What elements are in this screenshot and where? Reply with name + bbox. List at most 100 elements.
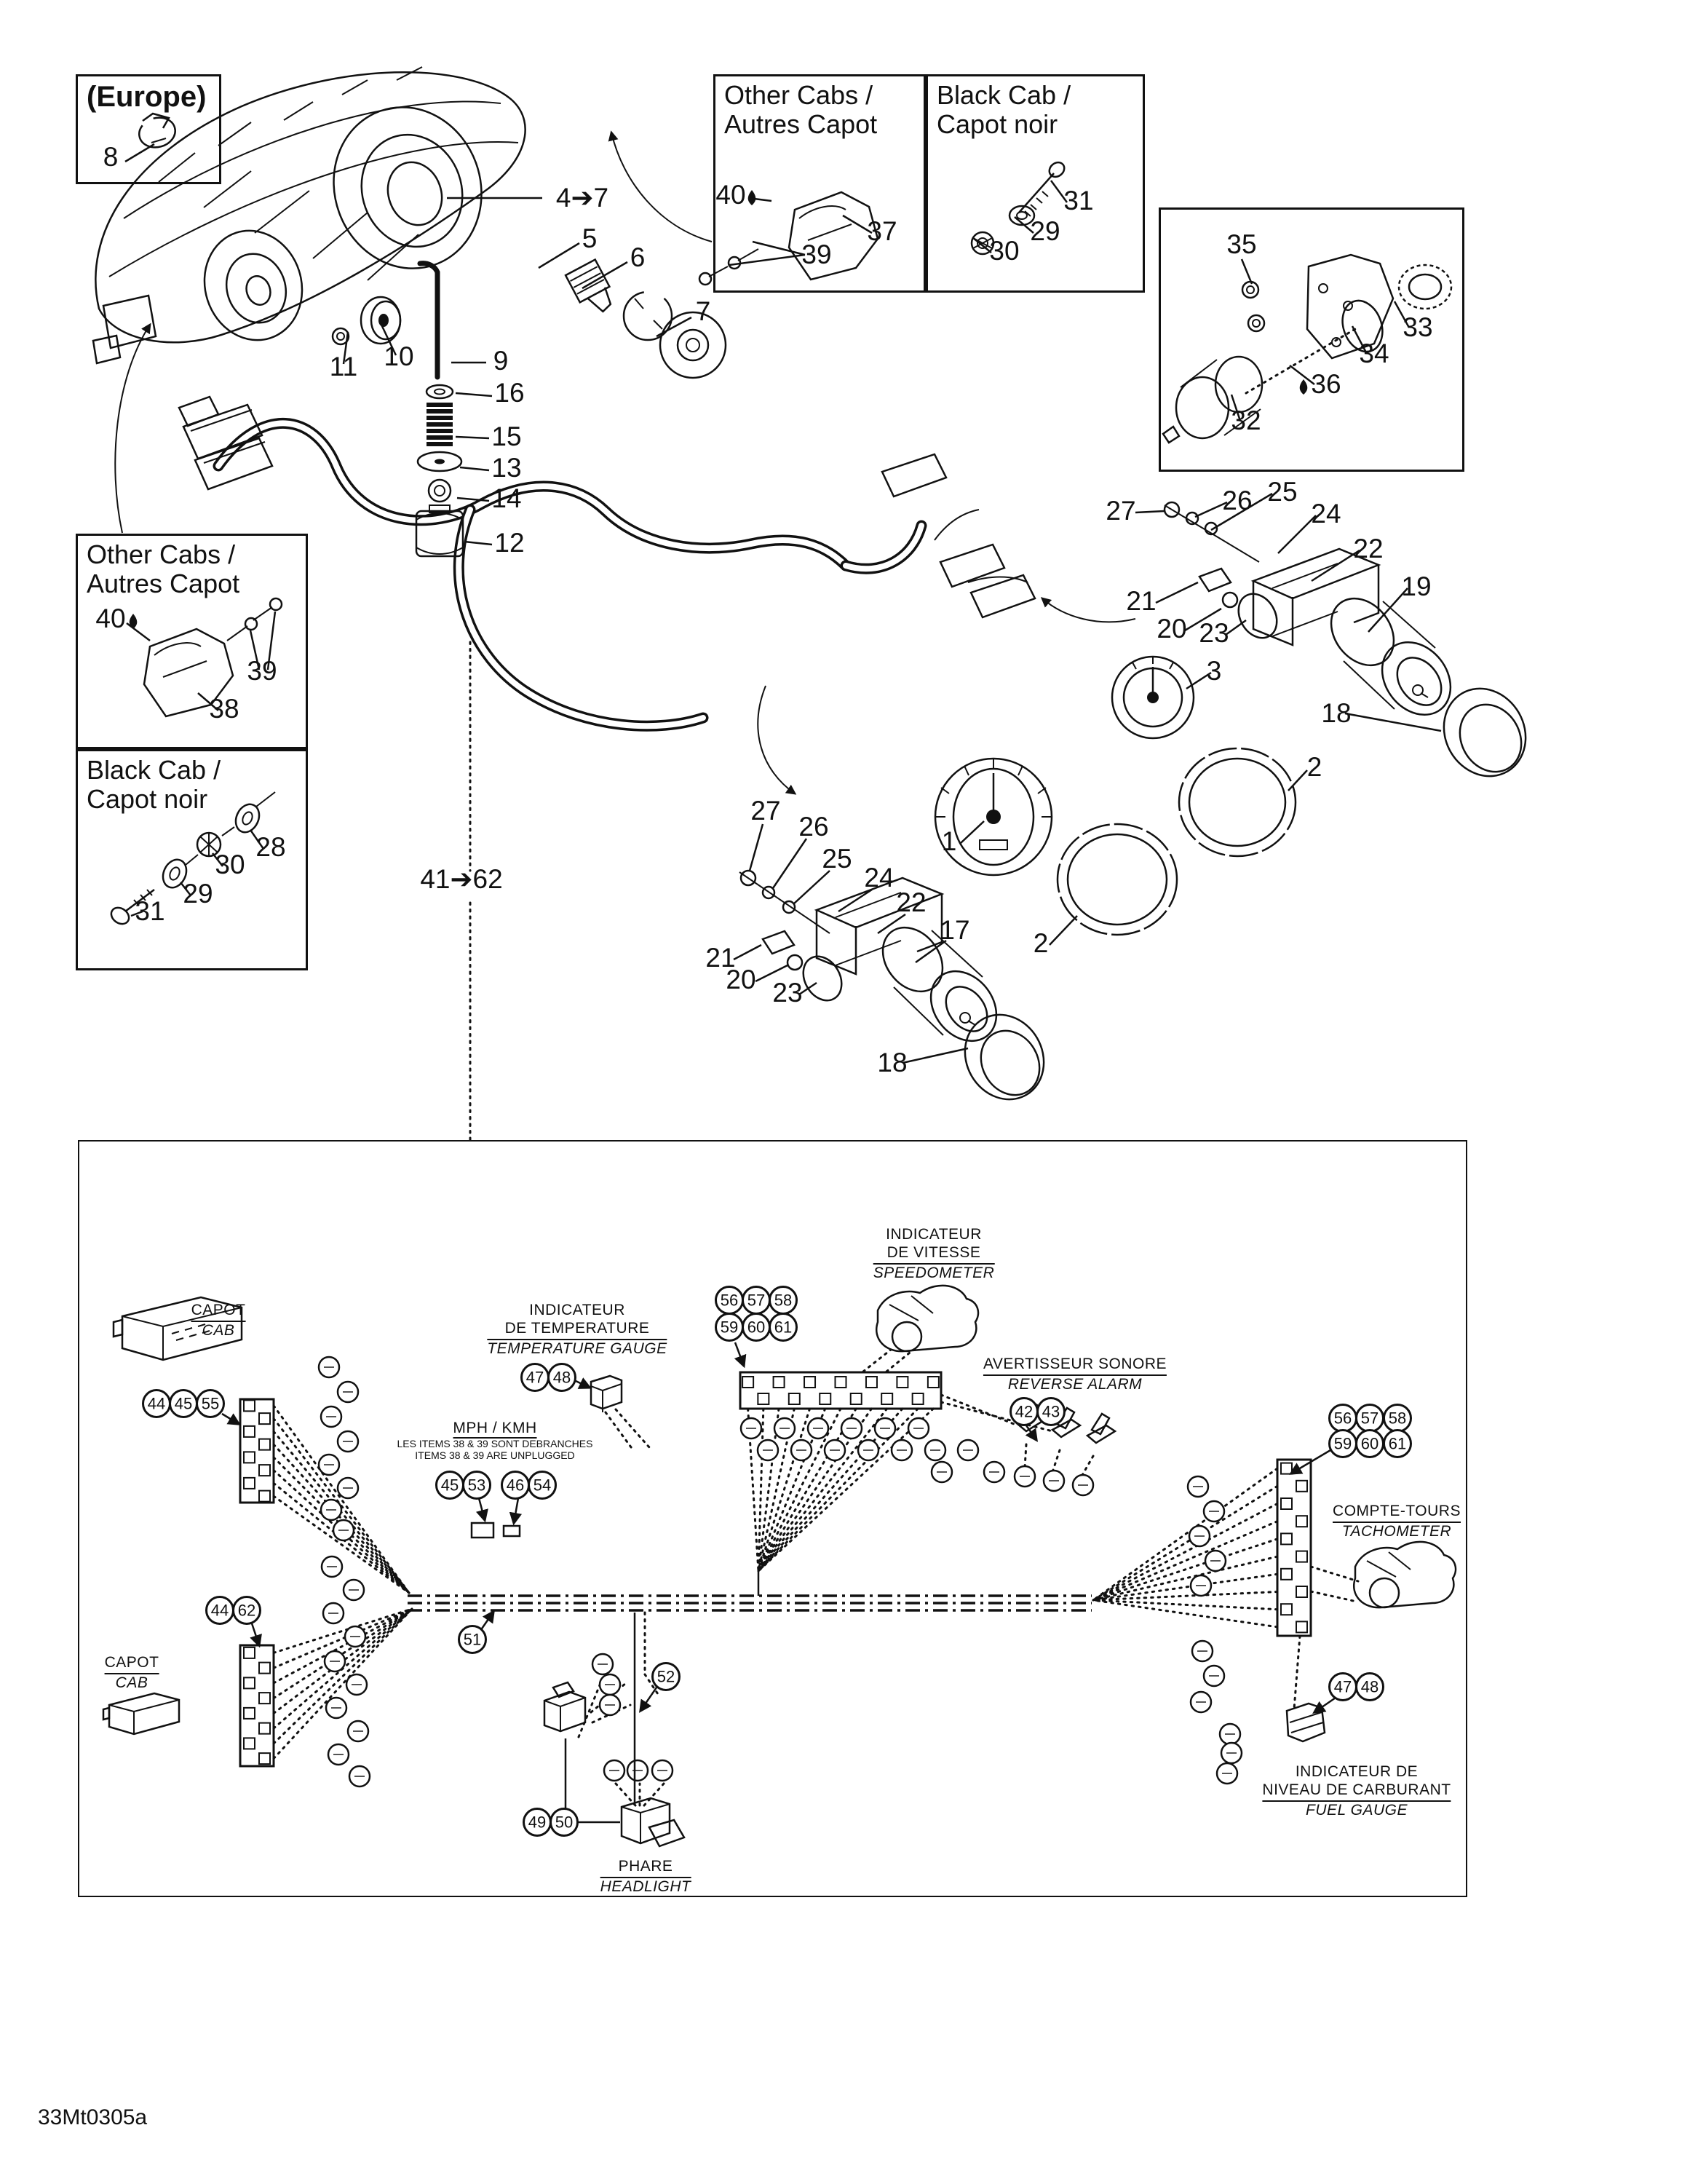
inset-title-line: Other Cabs / — [724, 80, 873, 110]
leader-line — [771, 838, 808, 889]
circled-number — [1355, 1672, 1384, 1701]
strip-pin — [1280, 1567, 1293, 1580]
grease-droplet-icon — [1299, 379, 1308, 395]
fan-wire — [1092, 1591, 1279, 1602]
part-number-callout: 9 — [493, 346, 509, 376]
leader-line — [1049, 915, 1078, 946]
strip-pin — [1296, 1479, 1308, 1492]
leader-line — [877, 913, 906, 935]
strip-pin — [911, 1393, 924, 1405]
leader-line — [1368, 587, 1408, 633]
fan-wire — [1092, 1520, 1279, 1602]
circled-number-text: 58 — [774, 1291, 792, 1310]
part-number-callout: 26 — [1222, 486, 1252, 515]
inset-box-other-cabs-left: Other Cabs / Autres Capot — [76, 534, 308, 749]
leader-line — [755, 964, 788, 983]
fan-wire — [1092, 1467, 1279, 1602]
strip-pin — [258, 1692, 271, 1705]
part-number-callout: 22 — [896, 887, 926, 917]
leader-line — [221, 1412, 241, 1425]
strip-pin — [927, 1376, 940, 1388]
strip-pin — [896, 1376, 909, 1388]
europe-clamp-illustration — [138, 112, 176, 149]
leader-line — [1277, 515, 1317, 554]
part-number-callout: 7 — [696, 296, 711, 326]
fan-wire — [272, 1607, 413, 1685]
circled-number-text: 45 — [441, 1476, 459, 1495]
fan-wire — [272, 1607, 413, 1714]
circled-number-text: 59 — [721, 1318, 738, 1337]
part-number-callout: 5 — [582, 223, 598, 253]
part-number-callout: 15 — [491, 422, 521, 451]
fan-wire — [272, 1481, 410, 1594]
leader-line — [197, 692, 219, 711]
part-number-callout: 2 — [1307, 752, 1322, 782]
circled-number-text: 61 — [1389, 1435, 1406, 1453]
bulb-parts-illustration — [331, 258, 727, 379]
strip-pin — [1280, 1603, 1293, 1616]
circled-number-text: 47 — [526, 1369, 544, 1387]
strip-pin — [849, 1393, 862, 1405]
leader-line — [1025, 1425, 1039, 1442]
wire-dotted-line — [885, 1351, 911, 1373]
wire-dotted-line — [614, 1782, 637, 1807]
fan-wire — [272, 1607, 413, 1745]
strip-pin — [1296, 1515, 1308, 1528]
headlight-housing-illustration — [92, 66, 526, 365]
strip-pin — [788, 1393, 801, 1405]
fuel-gauge-assembly-right — [1163, 501, 1527, 778]
leader-line — [266, 611, 277, 670]
strip-pin — [243, 1677, 255, 1690]
circled-number — [547, 1363, 576, 1392]
part-number-callout: 20 — [1157, 614, 1186, 644]
leader-line — [1135, 510, 1165, 514]
strip-pin — [243, 1399, 255, 1412]
grease-droplet-icon — [129, 614, 138, 629]
leader-line — [902, 1047, 969, 1064]
strip-pin — [865, 1376, 878, 1388]
inset-title-line: Black Cab / — [937, 80, 1071, 110]
circled-number — [769, 1313, 798, 1342]
part-number-callout: 31 — [135, 896, 164, 926]
leader-line — [249, 630, 261, 670]
leader-line — [1393, 301, 1411, 328]
electrical-schematic-panel — [78, 1140, 1467, 1897]
fan-wire — [1092, 1484, 1279, 1602]
wire-dotted-line — [643, 1673, 661, 1698]
leader-line — [748, 823, 764, 871]
adjuster-parts-illustration — [415, 261, 464, 558]
strip-pin — [258, 1752, 271, 1765]
circled-number-text: 54 — [533, 1476, 551, 1495]
strip-pin — [243, 1476, 255, 1489]
circled-number — [1383, 1429, 1412, 1458]
fan-wire — [272, 1607, 413, 1760]
circled-number-text: 44 — [211, 1602, 229, 1620]
strip-pin — [772, 1376, 785, 1388]
fan-wire — [1092, 1572, 1279, 1602]
strip-pin — [243, 1706, 255, 1720]
part-number-callout: 13 — [491, 453, 521, 483]
circled-number-text: 45 — [175, 1395, 192, 1413]
connector-strip — [1276, 1458, 1312, 1637]
circled-number-text: 51 — [464, 1631, 481, 1649]
leader-line — [1288, 769, 1308, 791]
part-number-callout: 22 — [1353, 534, 1383, 563]
part-number-callout: 31 — [1063, 186, 1093, 215]
fuel-gauge-assembly-mid — [739, 869, 1045, 1101]
leader-line — [1351, 325, 1368, 355]
wire-dotted-line — [1309, 1590, 1358, 1603]
fan-wire — [757, 1407, 889, 1572]
fan-wire — [757, 1407, 873, 1572]
part-number-callout: 35 — [1226, 229, 1256, 259]
leader-line — [464, 540, 493, 546]
harness-illustration — [114, 130, 1136, 795]
part-number-callout: 11 — [330, 352, 357, 381]
strip-pin — [258, 1661, 271, 1674]
leader-line — [456, 496, 490, 502]
wire-dotted-line — [940, 1393, 1019, 1427]
strip-pin — [881, 1393, 894, 1405]
leader-line — [752, 240, 806, 256]
fan-wire — [272, 1607, 413, 1669]
circled-number-text: 60 — [1361, 1435, 1378, 1453]
fan-wire — [272, 1495, 410, 1594]
